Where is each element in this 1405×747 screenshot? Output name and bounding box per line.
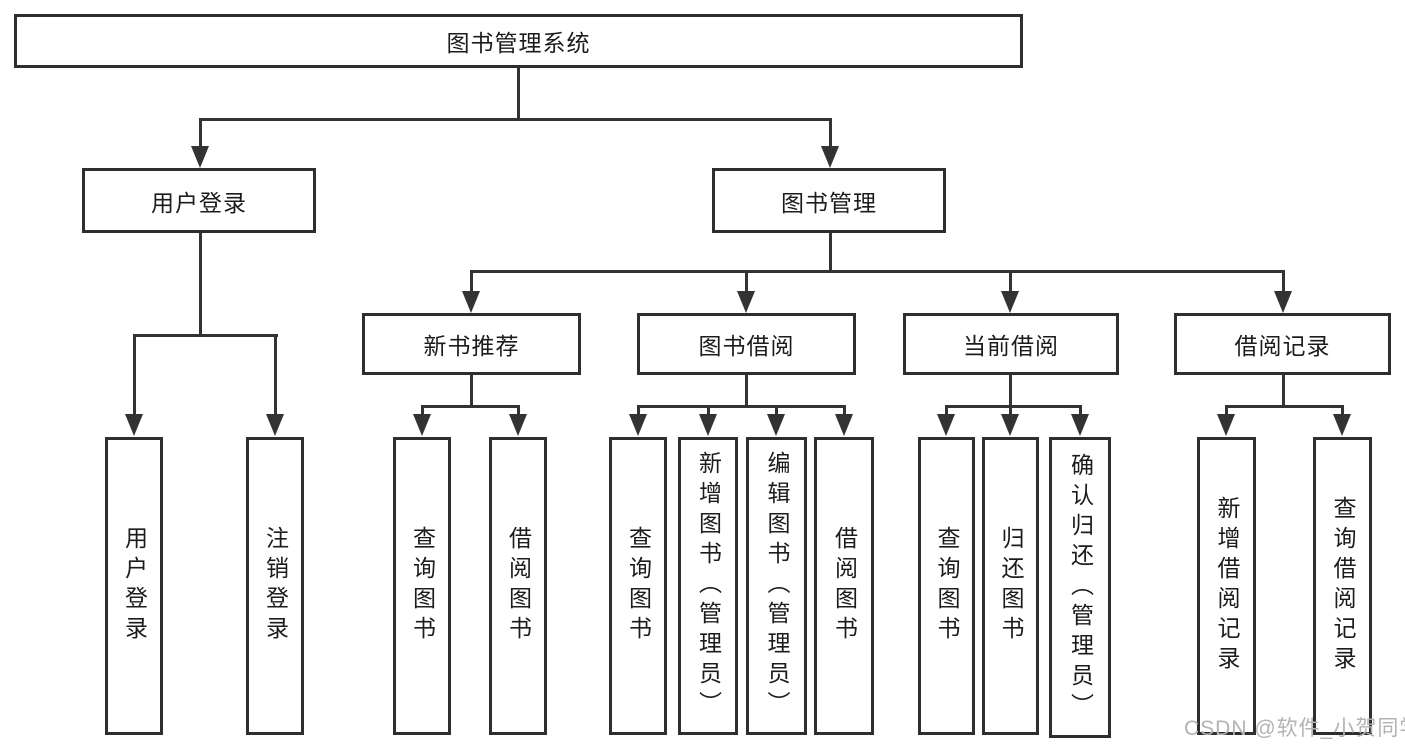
- connector-line: [829, 118, 832, 148]
- leaf-borrow-books: 借阅图书: [814, 437, 874, 735]
- node-new-book-recommend: 新书推荐: [362, 313, 581, 375]
- leaf-edit-books-admin: 编辑图书（管理员）: [746, 437, 807, 735]
- arrow-down: [767, 414, 785, 436]
- connector-line: [1225, 405, 1228, 417]
- connector-line: [945, 405, 1082, 408]
- arrow-down: [1071, 414, 1089, 436]
- leaf-logout: 注销登录: [246, 437, 304, 735]
- connector-line: [470, 270, 473, 293]
- connector-line: [1079, 405, 1082, 417]
- connector-line: [945, 405, 948, 417]
- arrow-down: [629, 414, 647, 436]
- leaf-borrow-books: 借阅图书: [489, 437, 547, 735]
- node-current-borrow: 当前借阅: [903, 313, 1119, 375]
- connector-line: [745, 375, 748, 408]
- arrow-down: [835, 414, 853, 436]
- connector-line: [199, 118, 202, 148]
- leaf-add-books-admin: 新增图书（管理员）: [678, 437, 738, 735]
- connector-line: [470, 375, 473, 408]
- connector-line: [199, 118, 832, 121]
- connector-line: [1282, 270, 1285, 293]
- connector-line: [1009, 405, 1012, 417]
- leaf-confirm-return-admin: 确认归还（管理员）: [1049, 437, 1111, 738]
- node-borrow-record: 借阅记录: [1174, 313, 1391, 375]
- leaf-return-books: 归还图书: [982, 437, 1039, 735]
- arrow-down: [125, 414, 143, 436]
- connector-line: [1009, 375, 1012, 408]
- arrow-down: [821, 146, 839, 168]
- arrow-down: [1001, 291, 1019, 313]
- connector-line: [133, 334, 278, 337]
- arrow-down: [937, 414, 955, 436]
- arrow-down: [1333, 414, 1351, 436]
- arrow-down: [509, 414, 527, 436]
- arrow-down: [266, 414, 284, 436]
- node-book-management: 图书管理: [712, 168, 946, 233]
- connector-line: [421, 405, 424, 417]
- connector-line: [1282, 375, 1285, 408]
- connector-line: [470, 270, 1284, 273]
- leaf-add-borrow-record: 新增借阅记录: [1197, 437, 1256, 735]
- arrow-down: [1001, 414, 1019, 436]
- connector-line: [637, 405, 640, 417]
- arrow-down: [1217, 414, 1235, 436]
- connector-line: [421, 405, 520, 408]
- node-book-borrow: 图书借阅: [637, 313, 856, 375]
- connector-line: [745, 270, 748, 293]
- arrow-down: [413, 414, 431, 436]
- leaf-query-books: 查询图书: [609, 437, 667, 735]
- arrow-down: [462, 291, 480, 313]
- connector-line: [517, 405, 520, 417]
- arrow-down: [191, 146, 209, 168]
- connector-line: [829, 233, 832, 273]
- leaf-user-login: 用户登录: [105, 437, 163, 735]
- connector-line: [637, 405, 846, 408]
- arrow-down: [699, 414, 717, 436]
- connector-line: [199, 233, 202, 337]
- leaf-query-books: 查询图书: [393, 437, 451, 735]
- node-library-management-system: 图书管理系统: [14, 14, 1023, 68]
- connector-line: [1009, 270, 1012, 293]
- connector-line: [775, 405, 778, 417]
- leaf-query-borrow-record: 查询借阅记录: [1313, 437, 1372, 735]
- connector-line: [133, 334, 136, 415]
- watermark-text: CSDN @软件_小贺同学: [1184, 717, 1405, 740]
- node-user-login: 用户登录: [82, 168, 316, 233]
- connector-line: [1341, 405, 1344, 417]
- connector-line: [1225, 405, 1344, 408]
- arrow-down: [1274, 291, 1292, 313]
- connector-line: [274, 334, 277, 415]
- leaf-query-books: 查询图书: [918, 437, 975, 735]
- connector-line: [517, 68, 520, 121]
- connector-line: [843, 405, 846, 417]
- connector-line: [707, 405, 710, 417]
- arrow-down: [737, 291, 755, 313]
